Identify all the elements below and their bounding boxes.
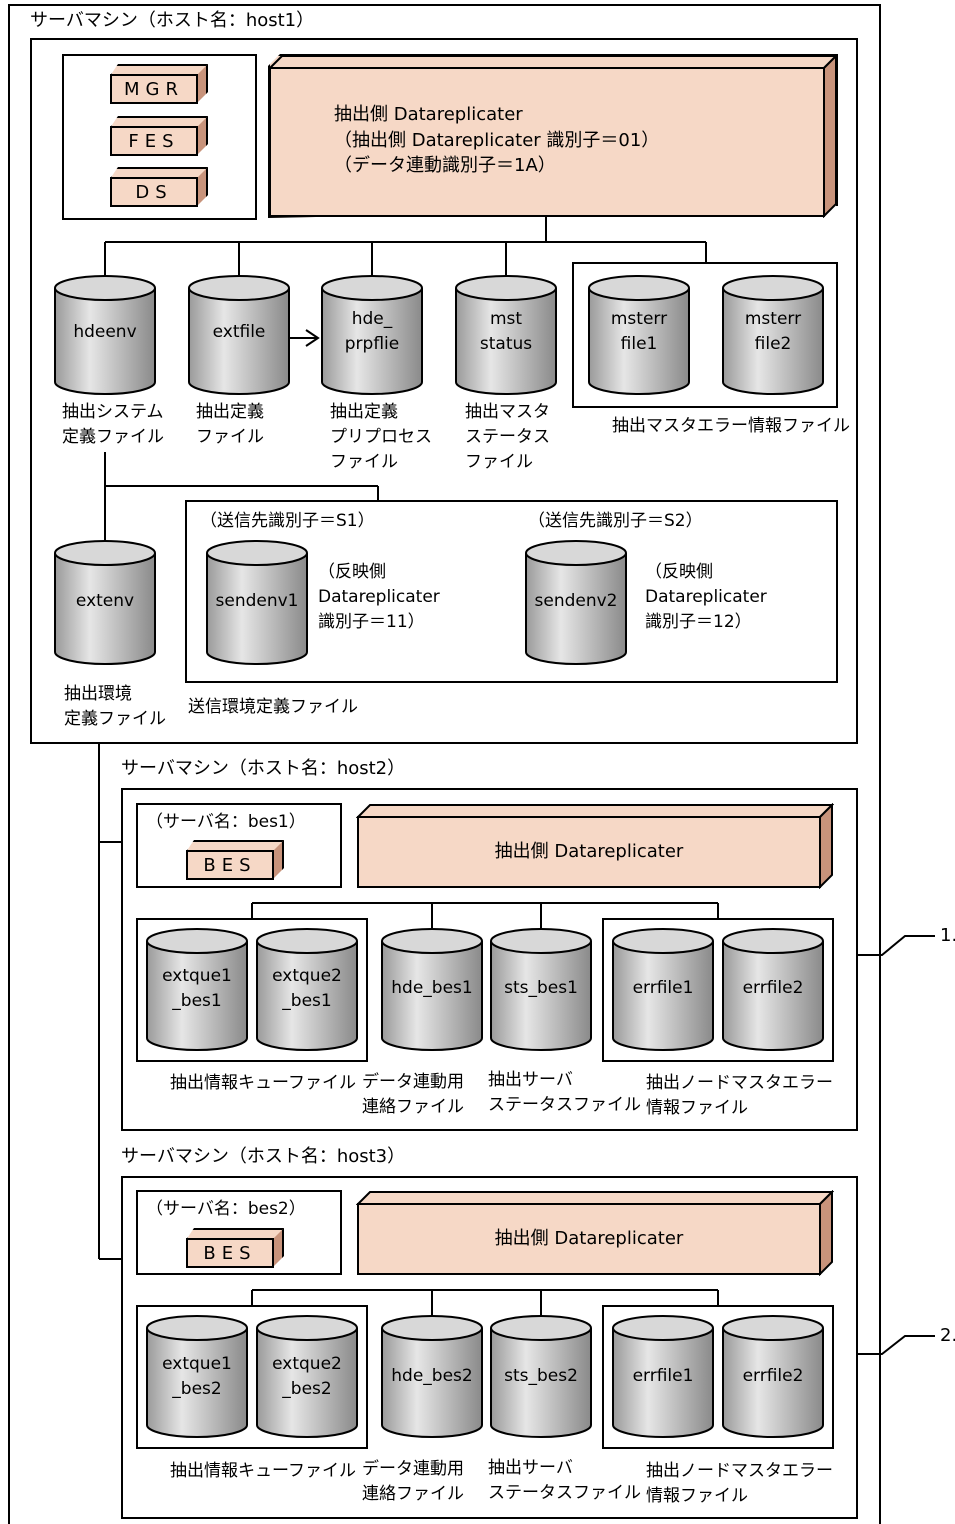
host3-bes-label: BES	[186, 1238, 274, 1268]
fes-unit: FES	[110, 116, 208, 156]
host2-sts-cylinder: sts_bes1	[504, 978, 578, 998]
host1-dr-line2: （抽出側 Datareplicater 識別子＝01）	[334, 130, 660, 151]
ds-label: DS	[110, 177, 198, 207]
host3-queue-group	[136, 1305, 368, 1449]
msterr-group-caption: 抽出マスタエラー情報ファイル	[612, 416, 850, 436]
msterr-group-box	[572, 262, 838, 408]
host2-errfile2-cylinder: errfile2	[742, 978, 804, 998]
host2-bes-label: BES	[186, 850, 274, 880]
host3-frame	[121, 1176, 858, 1519]
host3-err-caption: 抽出ノードマスタエラー 情報ファイル	[646, 1461, 833, 1506]
host3-extque2-cylinder: extque2 _bes2	[272, 1354, 342, 1399]
host2-queue-caption: 抽出情報キューファイル	[170, 1073, 356, 1093]
host1-datareplicater: 抽出側 Datareplicater （抽出側 Datareplicater 識…	[268, 54, 838, 218]
host3-sts-cylinder: sts_bes2	[504, 1366, 578, 1386]
host2-sts-caption: 抽出サーバ ステータスファイル	[488, 1070, 641, 1115]
host3-extque1-cylinder: extque1 _bes2	[162, 1354, 232, 1399]
mgr-label: MGR	[110, 74, 198, 104]
extfile-caption: 抽出定義 ファイル	[196, 402, 264, 447]
host2-errfile1-cylinder: errfile1	[632, 978, 694, 998]
host3-errfile1-cylinder: errfile1	[632, 1366, 694, 1386]
host3-server-name: （サーバ名：bes2）	[146, 1199, 306, 1219]
host1-dr-line1: 抽出側 Datareplicater	[334, 104, 523, 125]
host2-err-group	[602, 918, 834, 1062]
ds-unit: DS	[110, 167, 208, 207]
host2-hde-cylinder: hde_bes1	[391, 978, 473, 998]
hde-prpflie-caption: 抽出定義 プリプロセス ファイル	[330, 402, 432, 472]
host3-sts-caption: 抽出サーバ ステータスファイル	[488, 1458, 641, 1503]
host2-server-name: （サーバ名：bes1）	[146, 812, 306, 832]
mst-status-caption: 抽出マスタ ステータス ファイル	[465, 402, 550, 472]
host2-err-caption: 抽出ノードマスタエラー 情報ファイル	[646, 1073, 833, 1118]
mgr-unit: MGR	[110, 64, 208, 104]
extenv-caption: 抽出環境 定義ファイル	[64, 684, 166, 729]
host2-note: 1.	[940, 925, 955, 946]
dest1-desc: （反映側 Datareplicater 識別子＝11）	[318, 562, 440, 632]
host2-bes-unit: BES	[186, 840, 284, 880]
sendenv2-cylinder: sendenv2	[534, 591, 618, 611]
host3-datareplicater: 抽出側 Datareplicater	[356, 1190, 834, 1276]
host2-dr-label: 抽出側 Datareplicater	[494, 841, 684, 862]
host2-datareplicater: 抽出側 Datareplicater	[356, 803, 834, 889]
hde-prpflie-cylinder: hde_ prpflie	[344, 309, 400, 354]
host3-title: サーバマシン（ホスト名：host3）	[121, 1146, 406, 1167]
msterr-file2-cylinder: msterr file2	[744, 309, 802, 354]
host3-err-group	[602, 1305, 834, 1449]
host3-hde-cylinder: hde_bes2	[391, 1366, 473, 1386]
host3-note: 2.	[940, 1325, 955, 1346]
fes-label: FES	[110, 126, 198, 156]
host2-extque2-cylinder: extque2 _bes1	[272, 966, 342, 1011]
hdeenv-cylinder: hdeenv	[73, 322, 137, 342]
dest2-id: （送信先識別子＝S2）	[528, 511, 703, 531]
host3-hde-caption: データ連動用 連絡ファイル	[362, 1459, 464, 1504]
host1-frame	[30, 38, 858, 744]
msterr-file1-cylinder: msterr file1	[610, 309, 668, 354]
host2-queue-group	[136, 918, 368, 1062]
extfile-cylinder: extfile	[212, 322, 266, 342]
host3-errfile2-cylinder: errfile2	[742, 1366, 804, 1386]
host2-frame	[121, 788, 858, 1131]
host2-title: サーバマシン（ホスト名：host2）	[121, 758, 406, 779]
send-env-caption: 送信環境定義ファイル	[188, 697, 358, 717]
dest1-id: （送信先識別子＝S1）	[200, 511, 375, 531]
host1-title: サーバマシン（ホスト名：host1）	[30, 10, 315, 31]
host3-bes-unit: BES	[186, 1228, 284, 1268]
extenv-cylinder: extenv	[75, 591, 135, 611]
host2-extque1-cylinder: extque1 _bes1	[162, 966, 232, 1011]
dest2-desc: （反映側 Datareplicater 識別子＝12）	[645, 562, 767, 632]
send-env-group-box	[185, 500, 838, 683]
host1-dr-line3: （データ連動識別子＝1A）	[334, 155, 556, 176]
host2-hde-caption: データ連動用 連絡ファイル	[362, 1072, 464, 1117]
host3-queue-caption: 抽出情報キューファイル	[170, 1461, 356, 1481]
host3-dr-label: 抽出側 Datareplicater	[494, 1228, 684, 1249]
hdeenv-caption: 抽出システム 定義ファイル	[62, 402, 164, 447]
mst-status-cylinder: mst status	[479, 309, 533, 354]
sendenv1-cylinder: sendenv1	[215, 591, 299, 611]
